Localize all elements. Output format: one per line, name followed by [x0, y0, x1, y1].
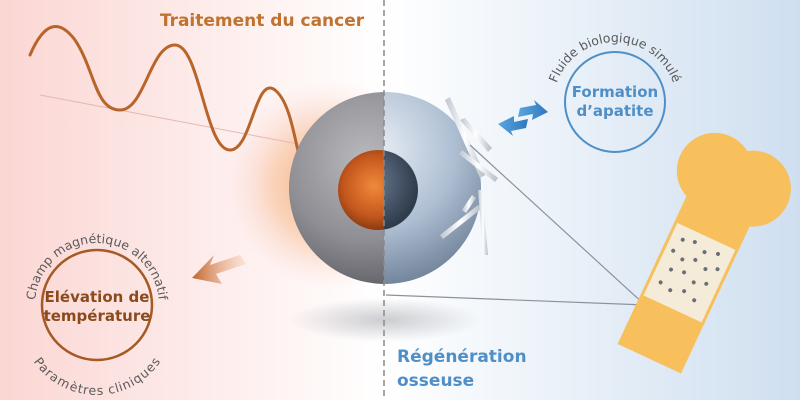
nanoparticle-left [289, 92, 384, 284]
wave-axis [39, 94, 331, 151]
zoom-line-bottom [385, 294, 646, 306]
left-title: Traitement du cancer [160, 11, 365, 31]
bone-icon [617, 132, 791, 374]
sphere-shadow [290, 298, 480, 342]
right-title-line2: osseuse [397, 371, 474, 391]
right-title-line1: Régénération [397, 347, 527, 367]
apatite-crystals [440, 97, 498, 255]
temperature-label-line1: Elévation de [45, 288, 150, 306]
nanoparticle-right [384, 92, 481, 284]
zoom-line-top [469, 144, 646, 306]
apatite-circle [564, 51, 666, 153]
temperature-circle [40, 248, 154, 362]
apatite-label-line2: d’apatite [576, 102, 653, 120]
heat-arrow-icon [192, 255, 246, 284]
temperature-label-line2: température [44, 307, 151, 325]
bidirectional-arrows-icon [498, 100, 548, 136]
apatite-label-line1: Formation [572, 83, 658, 101]
